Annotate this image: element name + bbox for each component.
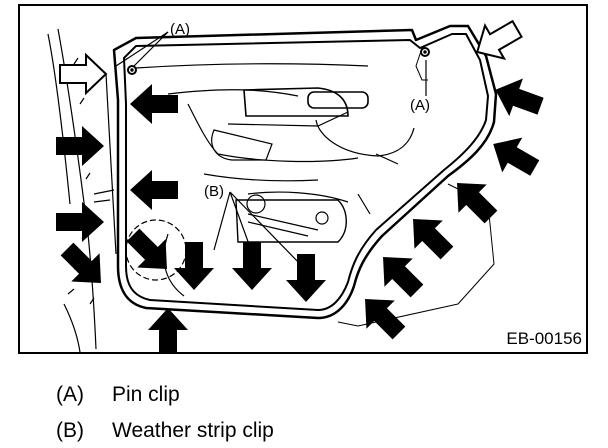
legend-label: Weather strip clip	[112, 419, 274, 442]
legend-tag: (A)	[56, 383, 84, 406]
pin-clip-right-marker	[420, 47, 430, 57]
door-diagram-figure: (A) (A) (B) EB-00156	[18, 4, 588, 354]
figure-id-code: EB-00156	[506, 329, 582, 348]
door-diagram: (A) (A) (B) EB-00156	[18, 4, 588, 354]
callout-pin-clip-top: (A)	[170, 21, 190, 38]
legend-tag: (B)	[56, 419, 84, 442]
legend-item-pin-clip: (A) Pin clip	[56, 382, 180, 408]
pin-clips	[127, 47, 430, 75]
hollow-arrow-icon	[59, 52, 108, 96]
legend-label: Pin clip	[112, 383, 180, 406]
pin-clip-top-marker	[127, 65, 137, 75]
leader-lines	[115, 31, 427, 267]
door-interior	[125, 63, 415, 297]
hollow-arrow-icon	[475, 19, 523, 60]
callout-pin-clip-right: (A)	[410, 97, 430, 114]
callout-weather-strip-clip: (B)	[204, 183, 224, 200]
legend-item-weather-strip-clip: (B) Weather strip clip	[56, 418, 274, 444]
